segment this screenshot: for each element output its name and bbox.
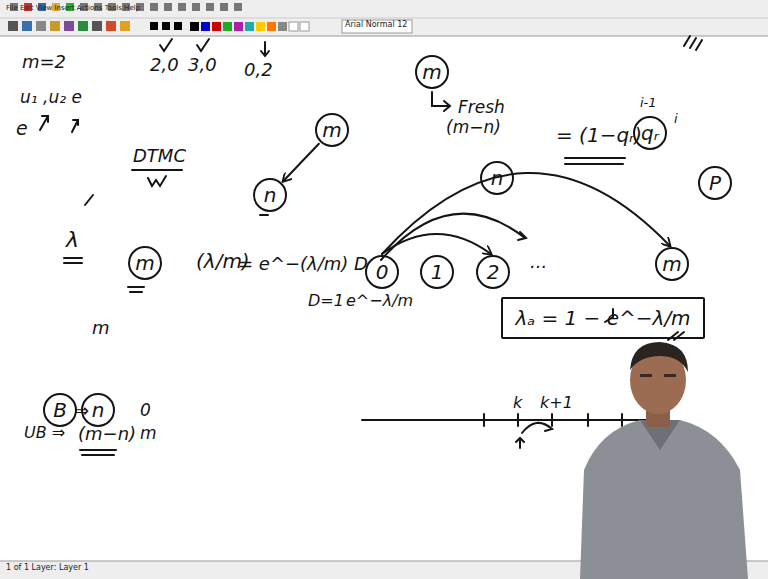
node-text: qᵣ bbox=[641, 122, 659, 144]
state-circle: n bbox=[480, 161, 514, 195]
toolbar bbox=[0, 0, 768, 36]
handwritten-note: m bbox=[140, 424, 157, 443]
handwritten-note: 2,0 bbox=[150, 55, 179, 75]
handwritten-note: ... bbox=[530, 252, 547, 272]
handwritten-note: m=2 bbox=[22, 52, 66, 72]
node-text: m bbox=[135, 252, 154, 274]
node-text: 2 bbox=[487, 261, 500, 283]
handwritten-note: = e^−(λ/m) D bbox=[238, 254, 368, 274]
handwritten-note: UB ⇒ bbox=[24, 424, 65, 442]
node-text: λₐ = 1 − e^−λ/m bbox=[515, 307, 690, 329]
state-circle: P bbox=[698, 166, 732, 200]
handwritten-note: D=1 bbox=[308, 292, 344, 310]
handwritten-note: m bbox=[92, 318, 110, 338]
handwritten-note: e^−λ/m bbox=[346, 292, 413, 310]
node-text: n bbox=[92, 399, 105, 421]
node-text: m bbox=[662, 253, 681, 275]
node-text: m bbox=[322, 119, 341, 141]
ui-text: File Edit View Insert Actions Tools Help bbox=[6, 5, 140, 13]
handwritten-note: 0 bbox=[140, 401, 151, 420]
presenter bbox=[580, 342, 748, 579]
formula-box: λₐ = 1 − e^−λ/m bbox=[501, 297, 705, 339]
handwritten-note: i bbox=[674, 112, 678, 126]
node-text: m bbox=[422, 61, 441, 83]
state-circle: m bbox=[415, 55, 449, 89]
transition-arrow bbox=[382, 173, 670, 254]
handwritten-note: λ bbox=[66, 228, 79, 252]
state-circle: B bbox=[43, 393, 77, 427]
state-circle: 1 bbox=[420, 255, 454, 289]
node-text: n bbox=[264, 184, 277, 206]
handwritten-note: i-1 bbox=[640, 96, 657, 110]
state-circle: n bbox=[253, 178, 287, 212]
state-circle: m bbox=[315, 113, 349, 147]
state-circle: 2 bbox=[476, 255, 510, 289]
handwritten-note: e bbox=[16, 118, 28, 139]
state-circle: m bbox=[655, 247, 689, 281]
node-text: n bbox=[491, 167, 504, 189]
handwritten-note: = (1−qᵣ) bbox=[556, 124, 642, 146]
handwritten-note: k+1 bbox=[540, 394, 573, 412]
transition-arrow bbox=[283, 144, 319, 182]
handwritten-note: 0,2 bbox=[244, 60, 273, 80]
handwritten-note: k bbox=[513, 394, 522, 412]
handwritten-note: (m−n) bbox=[446, 118, 501, 137]
node-text: B bbox=[53, 399, 67, 421]
handwritten-note: Fresh bbox=[458, 98, 505, 117]
state-circle: m bbox=[128, 246, 162, 280]
handwritten-note: 3,0 bbox=[188, 55, 217, 75]
handwritten-note: DTMC bbox=[133, 146, 186, 166]
handwritten-note: (m−n) bbox=[78, 424, 136, 444]
node-text: 0 bbox=[376, 261, 389, 283]
state-circle: 0 bbox=[365, 255, 399, 289]
node-text: P bbox=[709, 172, 721, 194]
node-text: 1 bbox=[431, 261, 444, 283]
ui-text: Arial Normal 12 bbox=[345, 21, 407, 30]
ui-text: 1 of 1 Layer: Layer 1 bbox=[6, 564, 89, 573]
handwritten-note: ⇒ bbox=[74, 401, 89, 421]
handwritten-note: u₁ ,u₂ e bbox=[20, 88, 82, 107]
ink-strokes bbox=[40, 36, 702, 455]
